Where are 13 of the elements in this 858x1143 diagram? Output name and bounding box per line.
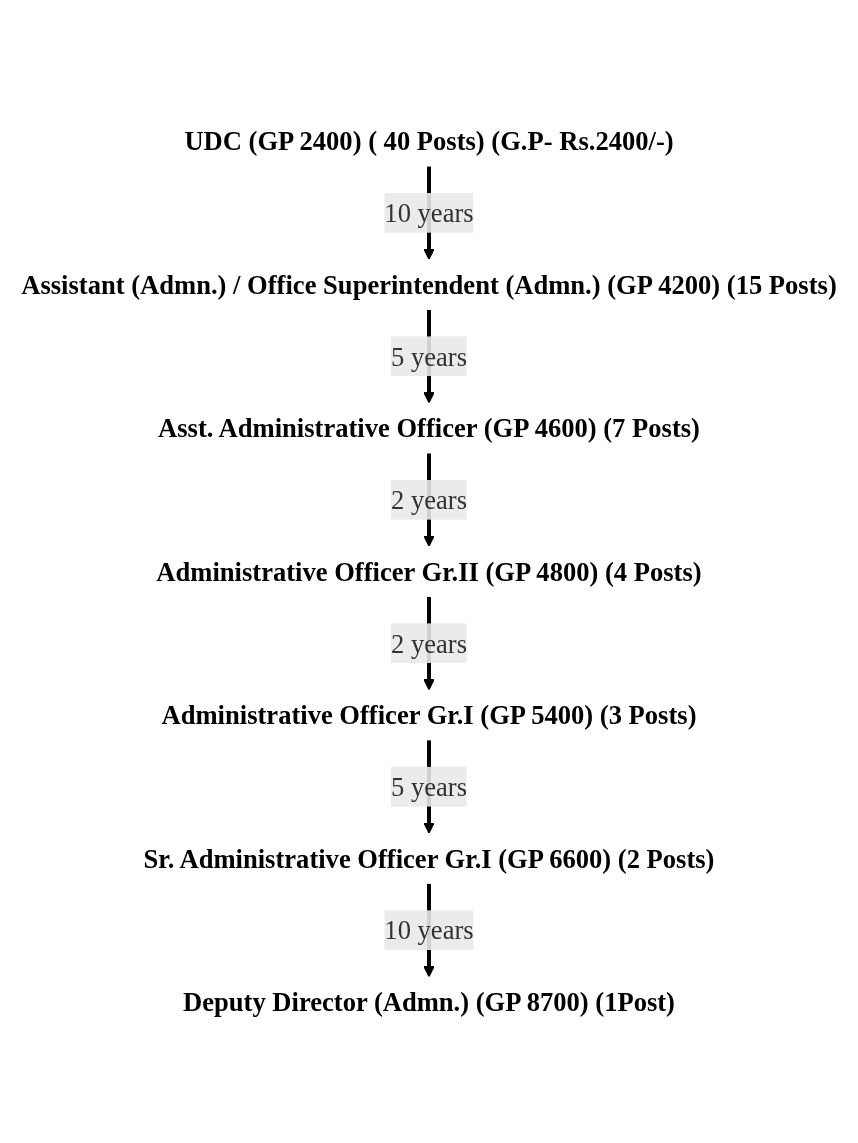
edge-label: 2 years (391, 485, 467, 515)
edge-label: 2 years (391, 628, 467, 658)
node-text: Sr. Administrative Officer Gr.I (GP 6600) (2 Posts) (143, 843, 715, 874)
node-text: UDC (GP 2400) ( 40 Posts) (G.P- Rs.2400/-) (184, 126, 674, 156)
edge-label: 5 years (391, 772, 467, 802)
edge-label: 10 years (384, 198, 474, 228)
edge-label: 5 years (391, 341, 467, 371)
edge-label: 10 years (384, 915, 474, 945)
node-text: Administrative Officer Gr.II (GP 4800) (4 Posts) (156, 556, 702, 587)
node-text: Asst. Administrative Officer (GP 4600) (7 Posts) (158, 413, 700, 443)
node-text: Administrative Officer Gr.I (GP 5400) (3 Posts) (161, 700, 697, 730)
node-text: Assistant (Admn.) / Office Superintendent (Admn.) (GP 4200) (15 Posts) (21, 269, 837, 300)
node-text: Deputy Director (Admn.) (GP 8700) (1Post) (183, 987, 675, 1017)
